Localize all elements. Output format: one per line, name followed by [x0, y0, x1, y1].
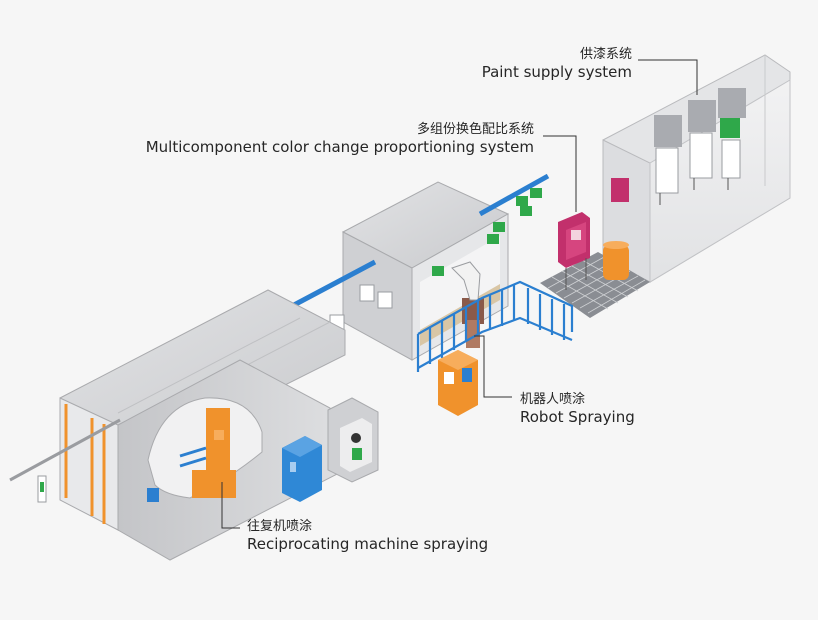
robot-control-cabinet	[438, 350, 478, 416]
label-reciprocating-en: Reciprocating machine spraying	[247, 535, 489, 554]
label-color-change: 多组份换色配比系统 Multicomponent color change pr…	[130, 122, 534, 157]
label-reciprocating: 往复机喷涂 Reciprocating machine spraying	[247, 519, 488, 554]
label-paint-supply-en: Paint supply system	[481, 63, 632, 82]
label-color-change-zh: 多组份换色配比系统	[416, 122, 534, 137]
label-robot: 机器人喷涂 Robot Spraying	[520, 392, 635, 427]
leader-paint-supply	[638, 59, 698, 95]
reciprocator-control-cabinet	[282, 436, 322, 502]
grid-floor	[540, 241, 650, 318]
leader-color-change	[543, 135, 577, 212]
label-robot-zh: 机器人喷涂	[520, 392, 586, 407]
label-paint-supply: 供漆系统 Paint supply system	[468, 47, 632, 82]
label-robot-en: Robot Spraying	[520, 408, 635, 427]
color-change-cabinet	[558, 212, 590, 290]
paint-supply-control-box	[611, 178, 629, 202]
leader-reciprocating	[221, 482, 240, 529]
label-reciprocating-zh: 往复机喷涂	[247, 519, 313, 534]
label-paint-supply-zh: 供漆系统	[579, 47, 632, 62]
label-color-change-en: Multicomponent color change proportionin…	[145, 138, 534, 157]
reciprocating-booth	[9, 289, 379, 561]
paint-pump-stands	[654, 88, 746, 205]
overhead-conveyor	[292, 173, 550, 308]
reciprocator-machine	[179, 408, 236, 498]
green-paint-tank	[720, 118, 740, 138]
safety-fence	[416, 280, 574, 372]
paint-drum	[603, 245, 629, 280]
leader-lines	[221, 59, 698, 529]
paint-supply-room	[602, 54, 791, 283]
auxiliary-unit	[327, 397, 379, 483]
leader-robot	[474, 335, 512, 398]
